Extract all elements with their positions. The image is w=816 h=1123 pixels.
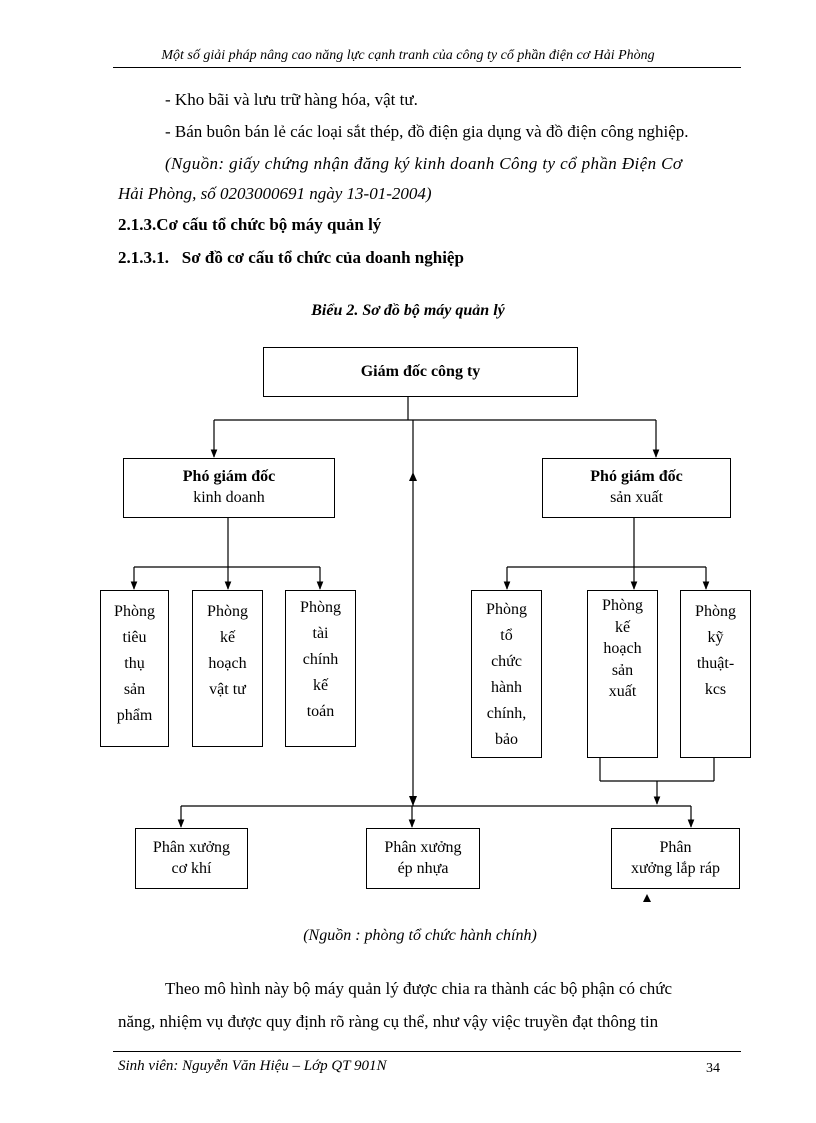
workshop-assembly-l2: xưởng lắp ráp xyxy=(630,859,721,877)
paragraph-line-2: năng, nhiệm vụ được quy định rõ ràng cụ … xyxy=(118,1012,659,1031)
workshop-plastic-l2: ép nhựa xyxy=(397,859,449,877)
director-box: Giám đốc công ty xyxy=(263,347,578,397)
dept-finance-l3: chính xyxy=(302,651,339,669)
dept-sales-l3: thụ xyxy=(124,655,145,673)
dept-technical-l4: kcs xyxy=(704,681,727,699)
dept-admin-l2: tổ xyxy=(500,627,513,645)
dept-finance-box: Phòng tài chính kế toán xyxy=(285,590,356,747)
footer-rule xyxy=(113,1051,741,1052)
footer-student: Sinh viên: Nguyễn Văn Hiệu – Lớp QT 901N xyxy=(118,1058,387,1074)
source-line-2: Hải Phòng, số 0203000691 ngày 13-01-2004… xyxy=(118,184,432,203)
workshop-mechanical-l1: Phân xưởng xyxy=(152,838,231,856)
workshop-plastic-l1: Phân xưởng xyxy=(384,838,462,856)
vp-production-box: Phó giám đốc sản xuất xyxy=(542,458,731,518)
dept-planning-l1: Phòng xyxy=(207,603,248,620)
dept-planning-l3: hoạch xyxy=(208,655,247,673)
workshop-assembly-l1: Phân xyxy=(659,838,692,856)
dept-admin-l3: chức xyxy=(491,653,522,671)
subsection-heading: 2.1.3.1. Sơ đồ cơ cấu tổ chức của doanh … xyxy=(118,248,464,267)
dept-planning-l2: kế xyxy=(219,629,236,647)
vp-business-box: Phó giám đốc kinh doanh xyxy=(123,458,335,518)
workshop-assembly-box: Phân xưởng lắp ráp xyxy=(611,828,740,889)
dept-sales-l5: phẩm xyxy=(116,707,153,725)
dept-sales-l4: sản xyxy=(123,681,146,699)
dept-sales-l1: Phòng xyxy=(114,603,155,620)
running-header: Một số giải pháp nâng cao năng lực cạnh … xyxy=(161,48,655,63)
diagram-caption: Biểu 2. Sơ đồ bộ máy quản lý xyxy=(311,302,505,319)
director-label: Giám đốc công ty xyxy=(360,362,481,380)
header-rule xyxy=(113,67,741,68)
dept-prodplan-l2: kế xyxy=(614,618,631,636)
dept-finance-l2: tài xyxy=(312,625,329,643)
dept-admin-l5: chính, xyxy=(486,705,527,723)
page-number: 34 xyxy=(706,1061,720,1076)
dept-sales-box: Phòng tiêu thụ sản phẩm xyxy=(100,590,169,747)
dept-finance-l5: toán xyxy=(306,703,335,721)
dept-finance-l4: kế xyxy=(312,677,329,695)
dept-technical-l3: thuật- xyxy=(696,655,735,673)
vp-business-title: Phó giám đốc xyxy=(182,468,276,486)
dept-finance-l1: Phòng xyxy=(300,599,341,616)
dept-technical-l2: kỹ xyxy=(707,629,724,647)
diagram-source: (Nguồn : phòng tổ chức hành chính) xyxy=(303,927,537,944)
section-heading: 2.1.3.Cơ cấu tổ chức bộ máy quản lý xyxy=(118,215,382,234)
dept-admin-l1: Phòng xyxy=(486,601,527,618)
bullet-trading: - Bán buôn bán lẻ các loại sắt thép, đồ … xyxy=(165,122,689,141)
vp-production-sub: sản xuất xyxy=(610,489,663,506)
dept-planning-l4: vật tư xyxy=(209,681,246,699)
dept-prodplan-l3: hoạch xyxy=(603,640,642,658)
dept-technical-box: Phòng kỹ thuật- kcs xyxy=(680,590,751,758)
bullet-warehouse: - Kho bãi và lưu trữ hàng hóa, vật tư. xyxy=(165,90,418,109)
source-line-1: (Nguồn: giấy chứng nhận đăng ký kinh doa… xyxy=(165,154,683,173)
workshop-mechanical-l2: cơ khí xyxy=(171,859,212,877)
dept-production-planning-box: Phòng kế hoạch sản xuất xyxy=(587,590,658,758)
dept-prodplan-l4: sản xyxy=(611,661,634,679)
vp-production-title: Phó giám đốc xyxy=(590,468,683,486)
dept-prodplan-l5: xuất xyxy=(608,683,637,701)
dept-prodplan-l1: Phòng xyxy=(602,597,643,614)
dept-sales-l2: tiêu xyxy=(122,629,147,647)
dept-admin-box: Phòng tổ chức hành chính, bảo xyxy=(471,590,542,758)
vp-business-sub: kinh doanh xyxy=(193,489,265,506)
dept-admin-l6: bảo xyxy=(494,731,519,749)
workshop-plastic-box: Phân xưởng ép nhựa xyxy=(366,828,480,889)
dept-admin-l4: hành xyxy=(490,679,523,697)
paragraph-line-1: Theo mô hình này bộ máy quản lý được chi… xyxy=(165,979,673,998)
dept-planning-materials-box: Phòng kế hoạch vật tư xyxy=(192,590,263,747)
workshop-mechanical-box: Phân xưởng cơ khí xyxy=(135,828,248,889)
dept-technical-l1: Phòng xyxy=(695,603,736,620)
